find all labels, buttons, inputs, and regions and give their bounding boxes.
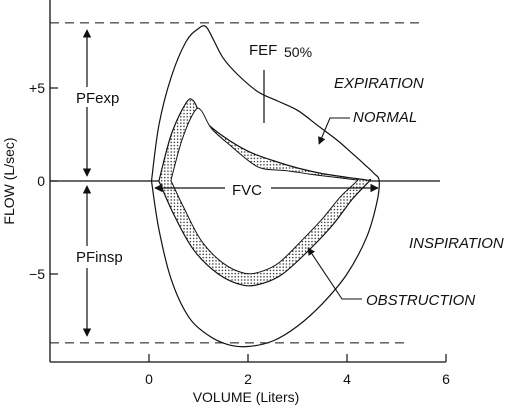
fvc-label: FVC [232,182,262,199]
y-tick-marks [50,87,58,275]
fef-subscript: 50% [284,44,312,60]
pfinsp-label-bg [74,246,138,268]
x-tick-label: 0 [145,371,153,387]
x-tick-label: 4 [343,371,351,387]
x-axis-title: VOLUME (Liters) [193,389,300,405]
x-tick-label: 6 [442,371,450,387]
pfinsp-label: PFinsp [76,249,123,266]
normal-loop-curve [150,25,380,348]
expiration-label: EXPIRATION [334,75,424,92]
normal-label: NORMAL [353,109,417,126]
x-tick-label: 2 [244,371,252,387]
fvc-label-bg [225,180,271,198]
pfexp-label: PFexp [76,90,119,107]
y-tick-label: −5 [29,266,45,282]
obstruction-leader-arrow [307,247,362,300]
obstruction-label: OBSTRUCTION [366,292,475,309]
y-axis-title: FLOW (L/sec) [1,137,17,224]
y-tick-label: +5 [29,80,45,96]
pfexp-label-bg [74,87,132,107]
normal-leader-arrow [318,117,350,145]
fef-label: FEF [249,42,277,59]
y-tick-label: 0 [37,173,45,189]
inspiration-label: INSPIRATION [409,235,504,252]
x-tick-marks [148,354,447,362]
